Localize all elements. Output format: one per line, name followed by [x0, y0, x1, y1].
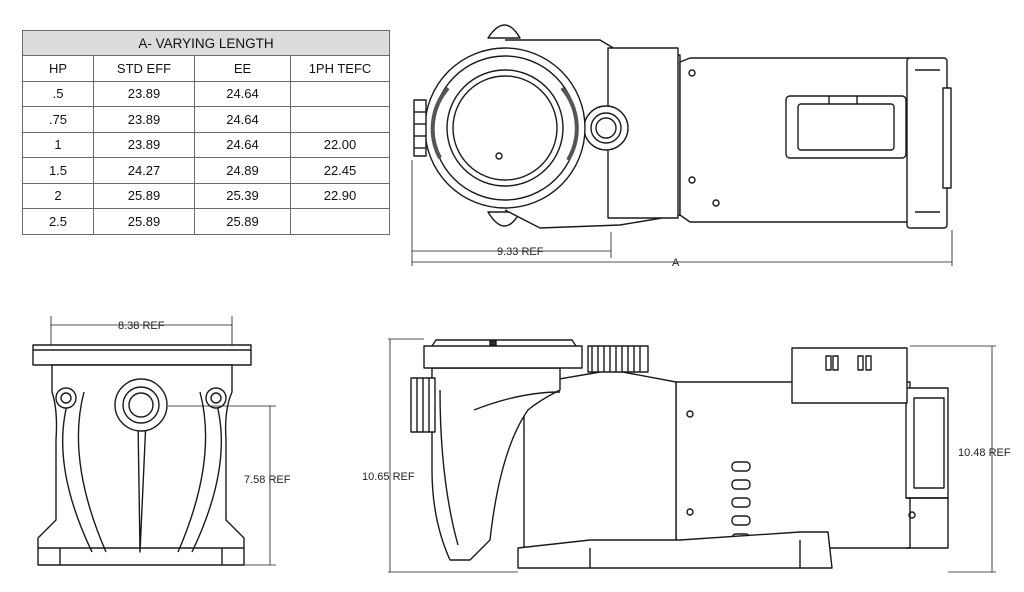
table-row: .75 23.89 24.64: [22, 106, 390, 133]
cell-1ph-tefc: [290, 106, 390, 133]
table-row: 2.5 25.89 25.89: [22, 208, 390, 235]
side-view: [388, 338, 996, 573]
cell-std-eff: 23.89: [93, 131, 195, 158]
cell-1ph-tefc: 22.00: [290, 131, 390, 158]
cell-hp: .75: [22, 106, 94, 133]
table-header-row: HP STD EFF EE 1PH TEFC: [22, 55, 390, 82]
dim-10-48-ref: 10.48 REF: [958, 447, 1011, 459]
dimension-table: A- VARYING LENGTH HP STD EFF EE 1PH TEFC…: [22, 30, 390, 235]
table-title: A- VARYING LENGTH: [22, 30, 390, 56]
front-view: [32, 316, 276, 566]
header-ee: EE: [194, 55, 291, 82]
table-row: 1 23.89 24.64 22.00: [22, 131, 390, 158]
cell-hp: 2: [22, 182, 94, 209]
cell-hp: 2.5: [22, 208, 94, 235]
dim-a-length: A: [672, 257, 680, 269]
top-view: [411, 24, 953, 266]
header-1ph-tefc: 1PH TEFC: [290, 55, 390, 82]
cell-ee: 24.64: [194, 80, 291, 107]
cell-ee: 25.89: [194, 208, 291, 235]
cell-1ph-tefc: [290, 80, 390, 107]
dim-8-38-ref: 8.38 REF: [118, 320, 165, 332]
dim-10-65-ref: 10.65 REF: [362, 471, 415, 483]
cell-std-eff: 25.89: [93, 208, 195, 235]
cell-ee: 25.39: [194, 182, 291, 209]
table-row: 1.5 24.27 24.89 22.45: [22, 157, 390, 184]
table-row: 2 25.89 25.39 22.90: [22, 182, 390, 209]
cell-1ph-tefc: 22.45: [290, 157, 390, 184]
dim-9-33-ref: 9.33 REF: [497, 246, 544, 258]
cell-std-eff: 23.89: [93, 106, 195, 133]
cell-hp: 1: [22, 131, 94, 158]
cell-std-eff: 24.27: [93, 157, 195, 184]
dim-7-58-ref: 7.58 REF: [244, 474, 291, 486]
cell-ee: 24.64: [194, 106, 291, 133]
cell-ee: 24.64: [194, 131, 291, 158]
cell-1ph-tefc: [290, 208, 390, 235]
